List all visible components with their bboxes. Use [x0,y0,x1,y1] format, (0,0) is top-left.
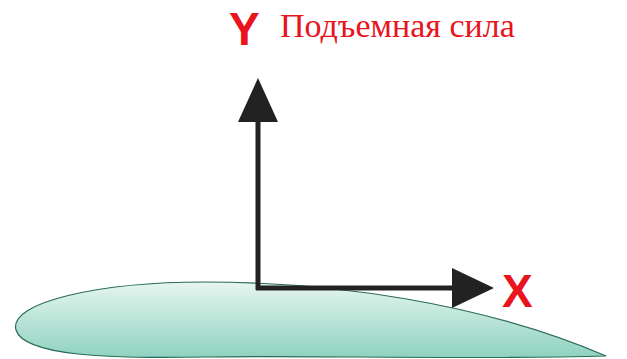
axis-arrows [238,78,494,308]
force-label: Подъемная сила [280,9,515,43]
axis-label: Y [229,6,260,52]
axis-label: X [502,268,533,314]
